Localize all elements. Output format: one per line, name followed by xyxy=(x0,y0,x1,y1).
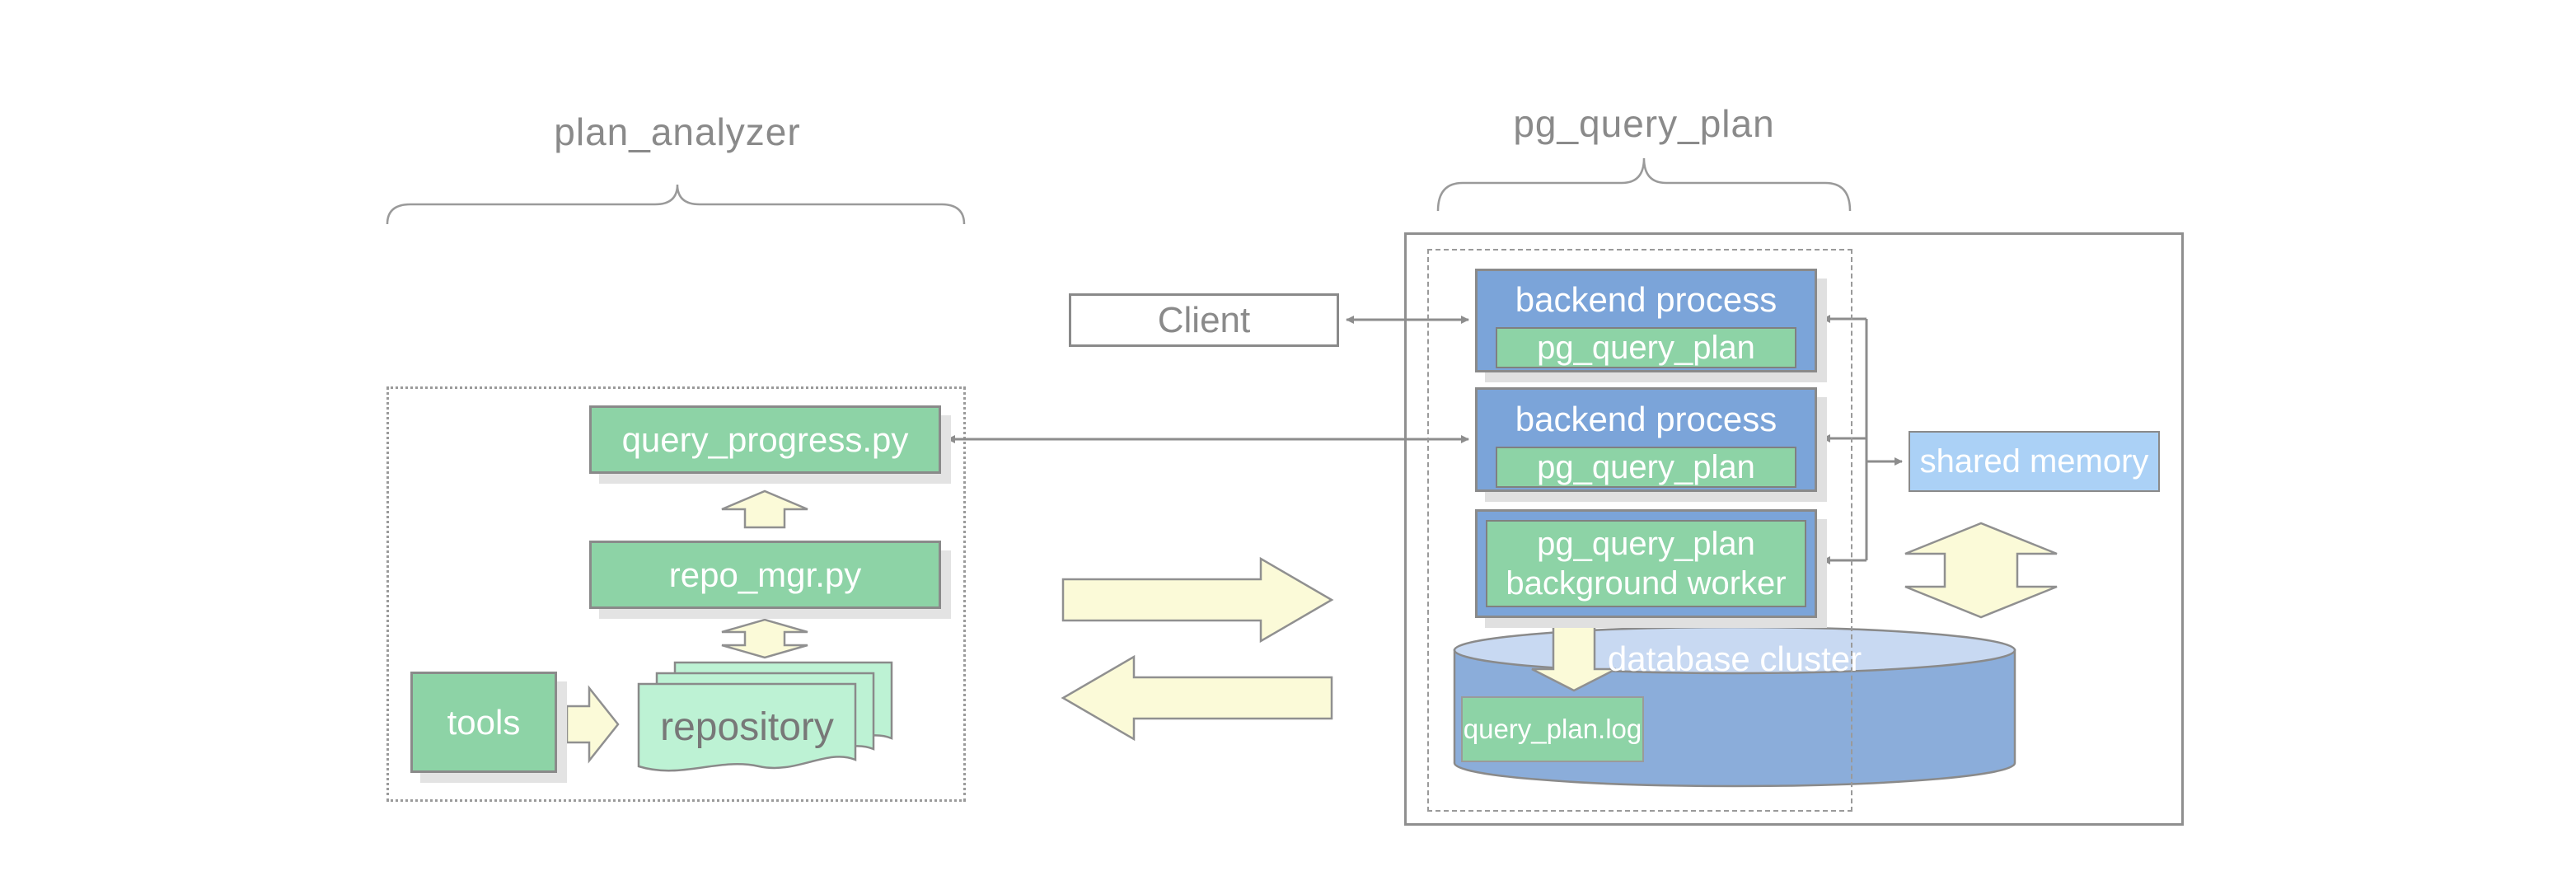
backend-process-2-extension: pg_query_plan xyxy=(1496,447,1796,488)
right-system-title: pg_query_plan xyxy=(1513,102,1775,145)
repository-label: repository xyxy=(660,705,834,749)
client-box: Client xyxy=(1069,293,1339,347)
background-worker-line1: pg_query_plan xyxy=(1537,525,1755,562)
shared-memory-box: shared memory xyxy=(1909,431,2160,492)
worker-db-down-block-arrow xyxy=(1531,619,1617,692)
query-progress-box: query_progress.py xyxy=(589,405,941,474)
tools-box: tools xyxy=(410,672,557,773)
repository-sheet-front xyxy=(637,682,857,772)
query-plan-log-box: query_plan.log xyxy=(1461,696,1644,762)
big-left-block-arrow xyxy=(1061,654,1333,742)
up-block-arrow xyxy=(721,489,808,529)
backend-process-1-label: backend process xyxy=(1515,280,1777,319)
database-cluster-label: database cluster xyxy=(1607,639,1862,678)
tools-repository-block-arrow xyxy=(565,685,620,764)
shared-memory-db-double-arrow xyxy=(1904,522,2058,619)
repository-documents xyxy=(637,661,893,772)
big-right-block-arrow xyxy=(1061,556,1334,644)
pg-query-plan-container xyxy=(1404,232,2184,826)
background-worker-inner: pg_query_plan background worker xyxy=(1486,520,1806,607)
backend-process-1-extension: pg_query_plan xyxy=(1496,327,1796,368)
brace-plan-analyzer xyxy=(386,184,966,225)
brace-pg-query-plan xyxy=(1436,157,1852,212)
up-down-block-arrow xyxy=(721,618,808,659)
backend-process-2-label: backend process xyxy=(1515,400,1777,438)
background-worker-box: pg_query_plan background worker xyxy=(1475,509,1817,618)
left-system-title: plan_analyzer xyxy=(554,110,801,153)
repo-mgr-box: repo_mgr.py xyxy=(589,541,941,609)
background-worker-line2: background worker xyxy=(1506,564,1787,602)
plan-analyzer-container xyxy=(386,386,966,802)
backend-process-2-box: backend process pg_query_plan xyxy=(1475,387,1817,492)
backend-process-1-box: backend process pg_query_plan xyxy=(1475,269,1817,372)
